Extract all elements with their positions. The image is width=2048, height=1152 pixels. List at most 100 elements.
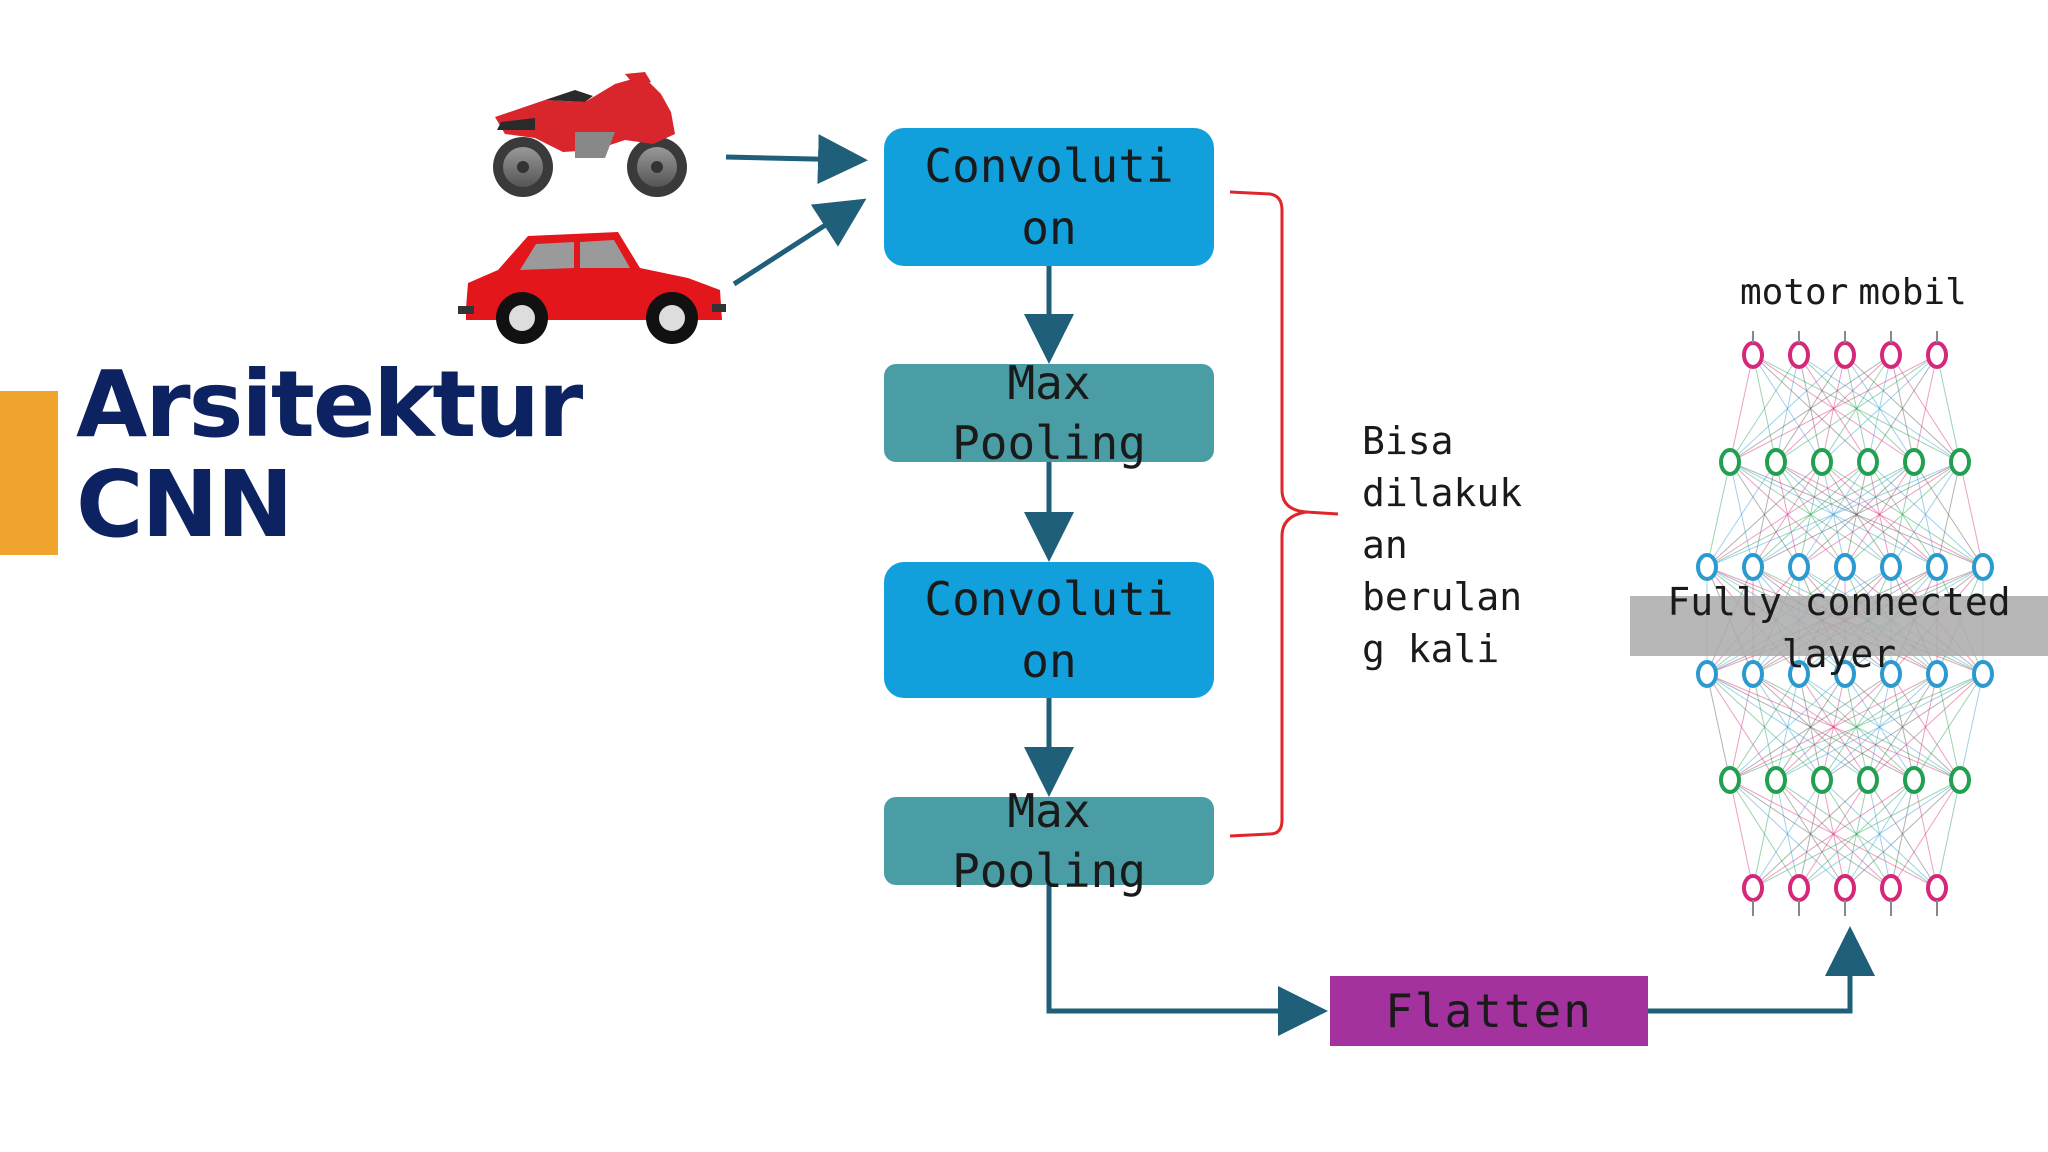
network-edge — [1729, 779, 1938, 889]
title-line-2: CNN — [76, 451, 294, 558]
network-edge — [1729, 779, 1800, 889]
input-arrow-car — [732, 198, 867, 287]
network-node — [1788, 553, 1810, 581]
network-node — [1811, 448, 1833, 476]
convolution-block-1-line-2: on — [1021, 201, 1077, 255]
network-edge — [1775, 673, 1892, 781]
network-edge — [1867, 779, 1892, 889]
network-edge — [1729, 779, 1754, 889]
network-node — [1696, 660, 1718, 688]
network-edge — [1890, 779, 1915, 889]
network-edge — [1752, 779, 1961, 889]
network-edge — [1867, 461, 1938, 568]
repeat-brace — [1229, 190, 1339, 838]
network-edge — [1821, 461, 1984, 568]
network-edge — [1729, 779, 1846, 889]
network-node — [1742, 874, 1764, 902]
network-edge — [1798, 461, 1961, 568]
network-node — [1696, 553, 1718, 581]
network-edge — [1775, 354, 1892, 463]
network-node — [1880, 660, 1902, 688]
flow-arrow-pool2-flatten — [1046, 885, 1328, 1036]
network-edge — [1775, 461, 1892, 568]
network-edge — [1936, 779, 1961, 889]
network-edge — [1798, 354, 1961, 463]
network-edge — [1706, 673, 1823, 781]
network-edge — [1752, 461, 1915, 568]
fc-label-line-2: layer — [1781, 632, 1897, 676]
repeat-note-line: Bisa — [1362, 419, 1454, 463]
network-node — [1903, 766, 1925, 794]
repeat-note: Bisa dilakuk an berulan g kali — [1362, 415, 1582, 675]
network-edge — [1775, 673, 1984, 781]
network-edge — [1706, 673, 1731, 781]
network-node — [1972, 660, 1994, 688]
network-edge — [1752, 354, 1823, 463]
network-node — [1949, 448, 1971, 476]
network-edge — [1775, 673, 1938, 781]
max-pooling-block-2-line-1: Max — [1007, 784, 1091, 838]
network-edge — [1775, 673, 1800, 781]
network-node — [1926, 341, 1948, 369]
network-edge — [1821, 461, 1938, 568]
flow-arrow-flatten-fc — [1648, 926, 1875, 1014]
network-edge — [1798, 354, 1823, 463]
network-node — [1811, 766, 1833, 794]
network-node — [1834, 660, 1856, 688]
network-edge — [1752, 673, 1823, 781]
max-pooling-block-1-line-1: Max — [1007, 356, 1091, 410]
network-edge — [1844, 461, 1961, 568]
network-edge — [1867, 779, 1938, 889]
network-edge — [1775, 779, 1892, 889]
max-pooling-block-1-line-2: Pooling — [952, 416, 1146, 470]
network-edge — [1706, 673, 1915, 781]
network-edge — [1798, 779, 1961, 889]
convolution-block-2: Convoluti on — [884, 562, 1214, 698]
network-edge — [1844, 461, 1915, 568]
network-edge — [1706, 461, 1731, 568]
network-edge — [1867, 354, 1892, 463]
car-icon — [458, 232, 726, 344]
input-arrow-motorcycle — [725, 134, 868, 185]
max-pooling-block-2: Max Pooling — [884, 784, 1214, 898]
repeat-note-line: g kali — [1362, 627, 1500, 671]
network-edge — [1913, 461, 1938, 568]
network-edge — [1729, 461, 1938, 568]
network-edge — [1729, 354, 1846, 463]
network-edge — [1729, 354, 1892, 463]
network-edge — [1890, 354, 1915, 463]
network-edge — [1798, 461, 1915, 568]
network-edge — [1798, 461, 1823, 568]
network-node — [1949, 766, 1971, 794]
network-edge — [1729, 354, 1938, 463]
network-edge — [1706, 461, 1869, 568]
network-edge — [1752, 779, 1915, 889]
network-edge — [1775, 461, 1800, 568]
max-pooling-block-1: Max Pooling — [884, 356, 1214, 470]
repeat-note-line: berulan — [1362, 575, 1523, 619]
network-node — [1788, 341, 1810, 369]
network-edge — [1890, 461, 1961, 568]
network-edge — [1844, 779, 1869, 889]
network-node — [1972, 553, 1994, 581]
network-edge — [1867, 461, 1892, 568]
page-title: Arsitektur CNN — [76, 355, 583, 558]
network-edge — [1844, 673, 1869, 781]
title-accent-bar — [0, 391, 58, 555]
network-node — [1834, 553, 1856, 581]
network-edge — [1844, 673, 1961, 781]
network-edge — [1706, 461, 1915, 568]
repeat-note-line: an — [1362, 523, 1408, 567]
network-edge — [1729, 673, 1984, 781]
network-edge — [1798, 673, 1823, 781]
network-edge — [1752, 354, 1777, 463]
output-label-motor: motor — [1740, 272, 1849, 313]
network-edge — [1913, 673, 1984, 781]
network-edge — [1844, 779, 1961, 889]
network-edge — [1821, 354, 1938, 463]
network-edge — [1775, 354, 1938, 463]
network-node — [1765, 766, 1787, 794]
network-edge — [1867, 673, 1984, 781]
max-pooling-block-2-line-2: Pooling — [952, 844, 1146, 898]
